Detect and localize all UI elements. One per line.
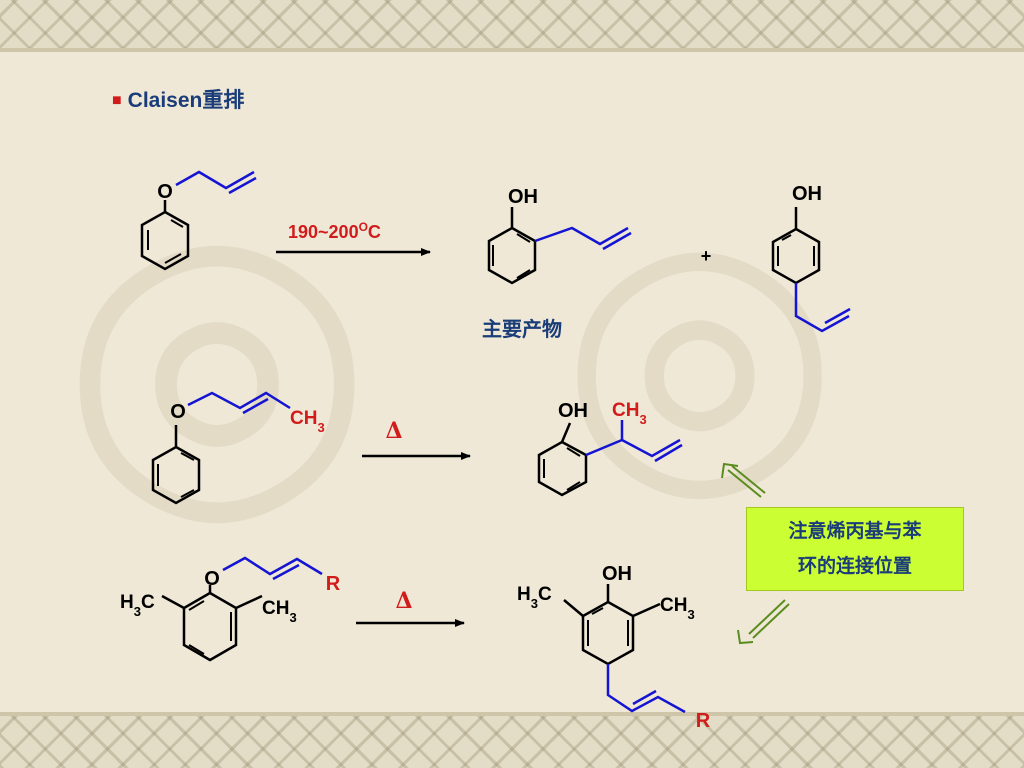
- reaction-condition-3: Δ: [395, 588, 412, 614]
- side-product-4-allylphenol: OH: [771, 183, 851, 333]
- title-text: Claisen重排: [127, 89, 245, 112]
- atom-label: OH: [508, 186, 538, 208]
- methyl-label: CH3: [660, 595, 695, 622]
- note-callout: 注意烯丙基与苯 环的连接位置: [746, 507, 964, 591]
- note-line-2: 环的连接位置: [797, 556, 912, 577]
- decorative-top-border: [0, 0, 1024, 52]
- decorative-bottom-border: [0, 712, 1024, 768]
- reactant-1-allyl-phenyl-ether: O: [140, 170, 257, 271]
- reactant-2-crotyl-phenyl-ether: O CH3: [151, 391, 325, 505]
- note-line-1: 注意烯丙基与苯: [788, 521, 922, 542]
- main-product-label: 主要产物: [482, 317, 562, 341]
- slide-title: ■ Claisen重排: [112, 84, 244, 114]
- plus-sign: +: [701, 246, 712, 266]
- methyl-label: H3C: [517, 584, 552, 611]
- atom-label: OH: [558, 400, 588, 422]
- methyl-label: CH3: [262, 598, 297, 625]
- atom-label: OH: [602, 563, 632, 585]
- methyl-label: H3C: [120, 592, 155, 619]
- atom-label: O: [204, 568, 220, 590]
- atom-label: O: [170, 401, 186, 423]
- product-2-substituted-phenol: OH CH3: [537, 400, 683, 497]
- reaction-condition-2: Δ: [385, 418, 402, 444]
- methyl-label: CH3: [612, 400, 647, 427]
- methyl-label: CH3: [290, 408, 325, 435]
- r-group-label: R: [696, 710, 711, 732]
- atom-label: OH: [792, 183, 822, 205]
- title-bullet-icon: ■: [112, 92, 122, 109]
- note-arrow-up: [721, 462, 766, 498]
- product-3-substituted-phenol: OH H3C CH3 R: [517, 563, 711, 732]
- reaction-condition-1: 190~200OC: [288, 220, 381, 242]
- note-arrow-down: [737, 599, 790, 645]
- reactant-3-dimethylphenyl-allyl-ether: O R H3C CH3: [120, 556, 341, 662]
- r-group-label: R: [326, 573, 341, 595]
- main-product-2-allylphenol: OH: [487, 186, 632, 285]
- atom-label: O: [157, 181, 173, 203]
